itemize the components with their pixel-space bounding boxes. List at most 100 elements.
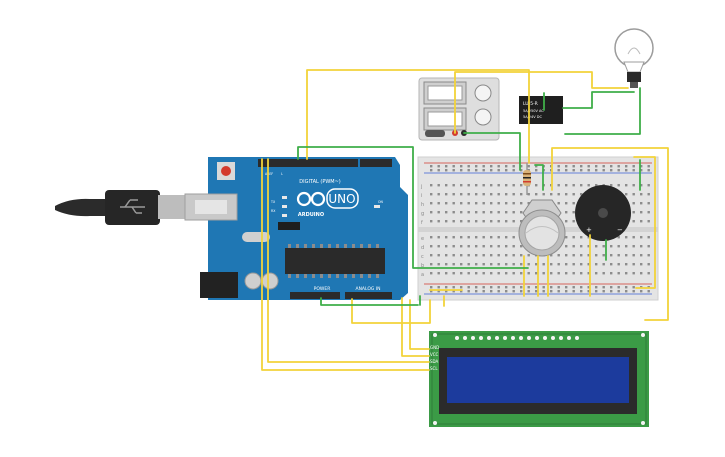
breadboard-hole[interactable] bbox=[595, 290, 598, 293]
breadboard-hole[interactable] bbox=[557, 286, 560, 289]
breadboard-hole[interactable] bbox=[505, 254, 508, 257]
breadboard-hole[interactable] bbox=[452, 286, 455, 289]
breadboard-hole[interactable] bbox=[512, 193, 515, 196]
breadboard-hole[interactable] bbox=[512, 290, 515, 293]
breadboard-hole[interactable] bbox=[565, 169, 568, 172]
breadboard-hole[interactable] bbox=[617, 236, 620, 239]
breadboard-hole[interactable] bbox=[490, 236, 493, 239]
breadboard-hole[interactable] bbox=[482, 245, 485, 248]
breadboard-hole[interactable] bbox=[460, 290, 463, 293]
breadboard-hole[interactable] bbox=[602, 169, 605, 172]
breadboard-hole[interactable] bbox=[632, 193, 635, 196]
breadboard-hole[interactable] bbox=[647, 220, 650, 223]
breadboard-hole[interactable] bbox=[520, 220, 523, 223]
breadboard-hole[interactable] bbox=[565, 290, 568, 293]
breadboard-hole[interactable] bbox=[572, 254, 575, 257]
breadboard-hole[interactable] bbox=[505, 211, 508, 214]
breadboard-hole[interactable] bbox=[610, 165, 613, 168]
breadboard-hole[interactable] bbox=[497, 286, 500, 289]
breadboard-hole[interactable] bbox=[460, 165, 463, 168]
breadboard-hole[interactable] bbox=[467, 184, 470, 187]
breadboard-hole[interactable] bbox=[482, 220, 485, 223]
breadboard-hole[interactable] bbox=[467, 193, 470, 196]
breadboard-hole[interactable] bbox=[445, 254, 448, 257]
breadboard-hole[interactable] bbox=[625, 165, 628, 168]
breadboard-hole[interactable] bbox=[610, 263, 613, 266]
breadboard-hole[interactable] bbox=[497, 193, 500, 196]
breadboard-hole[interactable] bbox=[437, 236, 440, 239]
breadboard-hole[interactable] bbox=[467, 245, 470, 248]
breadboard-hole[interactable] bbox=[505, 184, 508, 187]
breadboard-hole[interactable] bbox=[572, 211, 575, 214]
breadboard-hole[interactable] bbox=[587, 272, 590, 275]
breadboard-hole[interactable] bbox=[640, 165, 643, 168]
breadboard-hole[interactable] bbox=[640, 245, 643, 248]
breadboard-hole[interactable] bbox=[482, 272, 485, 275]
breadboard-hole[interactable] bbox=[572, 245, 575, 248]
breadboard-hole[interactable] bbox=[647, 193, 650, 196]
breadboard-hole[interactable] bbox=[437, 290, 440, 293]
breadboard-hole[interactable] bbox=[565, 263, 568, 266]
breadboard-hole[interactable] bbox=[572, 169, 575, 172]
breadboard-hole[interactable] bbox=[445, 165, 448, 168]
breadboard-hole[interactable] bbox=[430, 169, 433, 172]
breadboard-hole[interactable] bbox=[595, 272, 598, 275]
breadboard-hole[interactable] bbox=[640, 272, 643, 275]
breadboard-hole[interactable] bbox=[475, 286, 478, 289]
breadboard-hole[interactable] bbox=[580, 193, 583, 196]
lightbulb-icon[interactable] bbox=[614, 28, 654, 88]
breadboard-hole[interactable] bbox=[430, 236, 433, 239]
breadboard-hole[interactable] bbox=[430, 165, 433, 168]
breadboard-hole[interactable] bbox=[542, 290, 545, 293]
breadboard-hole[interactable] bbox=[452, 184, 455, 187]
breadboard-hole[interactable] bbox=[535, 272, 538, 275]
breadboard-hole[interactable] bbox=[557, 272, 560, 275]
breadboard-hole[interactable] bbox=[550, 286, 553, 289]
breadboard-hole[interactable] bbox=[632, 220, 635, 223]
breadboard-hole[interactable] bbox=[460, 211, 463, 214]
breadboard-hole[interactable] bbox=[497, 169, 500, 172]
breadboard-hole[interactable] bbox=[505, 165, 508, 168]
breadboard-hole[interactable] bbox=[640, 220, 643, 223]
breadboard-hole[interactable] bbox=[497, 254, 500, 257]
breadboard-hole[interactable] bbox=[467, 286, 470, 289]
breadboard-hole[interactable] bbox=[625, 272, 628, 275]
breadboard-hole[interactable] bbox=[572, 236, 575, 239]
breadboard-hole[interactable] bbox=[460, 236, 463, 239]
lcd-display[interactable]: GND VCC SDA SCL bbox=[429, 331, 649, 427]
breadboard-hole[interactable] bbox=[550, 254, 553, 257]
breadboard-hole[interactable] bbox=[490, 263, 493, 266]
breadboard-hole[interactable] bbox=[490, 272, 493, 275]
breadboard-hole[interactable] bbox=[452, 263, 455, 266]
breadboard-hole[interactable] bbox=[497, 165, 500, 168]
breadboard-hole[interactable] bbox=[610, 286, 613, 289]
breadboard-hole[interactable] bbox=[632, 263, 635, 266]
breadboard-hole[interactable] bbox=[445, 272, 448, 275]
breadboard-hole[interactable] bbox=[535, 169, 538, 172]
breadboard-hole[interactable] bbox=[505, 193, 508, 196]
breadboard-hole[interactable] bbox=[460, 184, 463, 187]
breadboard-hole[interactable] bbox=[437, 272, 440, 275]
breadboard-hole[interactable] bbox=[452, 254, 455, 257]
breadboard-hole[interactable] bbox=[602, 272, 605, 275]
breadboard-hole[interactable] bbox=[475, 254, 478, 257]
breadboard-hole[interactable] bbox=[430, 184, 433, 187]
breadboard-hole[interactable] bbox=[580, 165, 583, 168]
breadboard-hole[interactable] bbox=[520, 202, 523, 205]
breadboard-hole[interactable] bbox=[497, 290, 500, 293]
breadboard-hole[interactable] bbox=[520, 211, 523, 214]
breadboard-hole[interactable] bbox=[565, 245, 568, 248]
breadboard-hole[interactable] bbox=[497, 263, 500, 266]
breadboard-hole[interactable] bbox=[587, 263, 590, 266]
breadboard-hole[interactable] bbox=[460, 245, 463, 248]
breadboard-hole[interactable] bbox=[445, 211, 448, 214]
breadboard-hole[interactable] bbox=[512, 254, 515, 257]
breadboard-hole[interactable] bbox=[617, 169, 620, 172]
breadboard-hole[interactable] bbox=[542, 263, 545, 266]
breadboard-hole[interactable] bbox=[520, 165, 523, 168]
breadboard-hole[interactable] bbox=[452, 220, 455, 223]
breadboard-hole[interactable] bbox=[580, 286, 583, 289]
breadboard-hole[interactable] bbox=[647, 245, 650, 248]
breadboard-hole[interactable] bbox=[565, 220, 568, 223]
